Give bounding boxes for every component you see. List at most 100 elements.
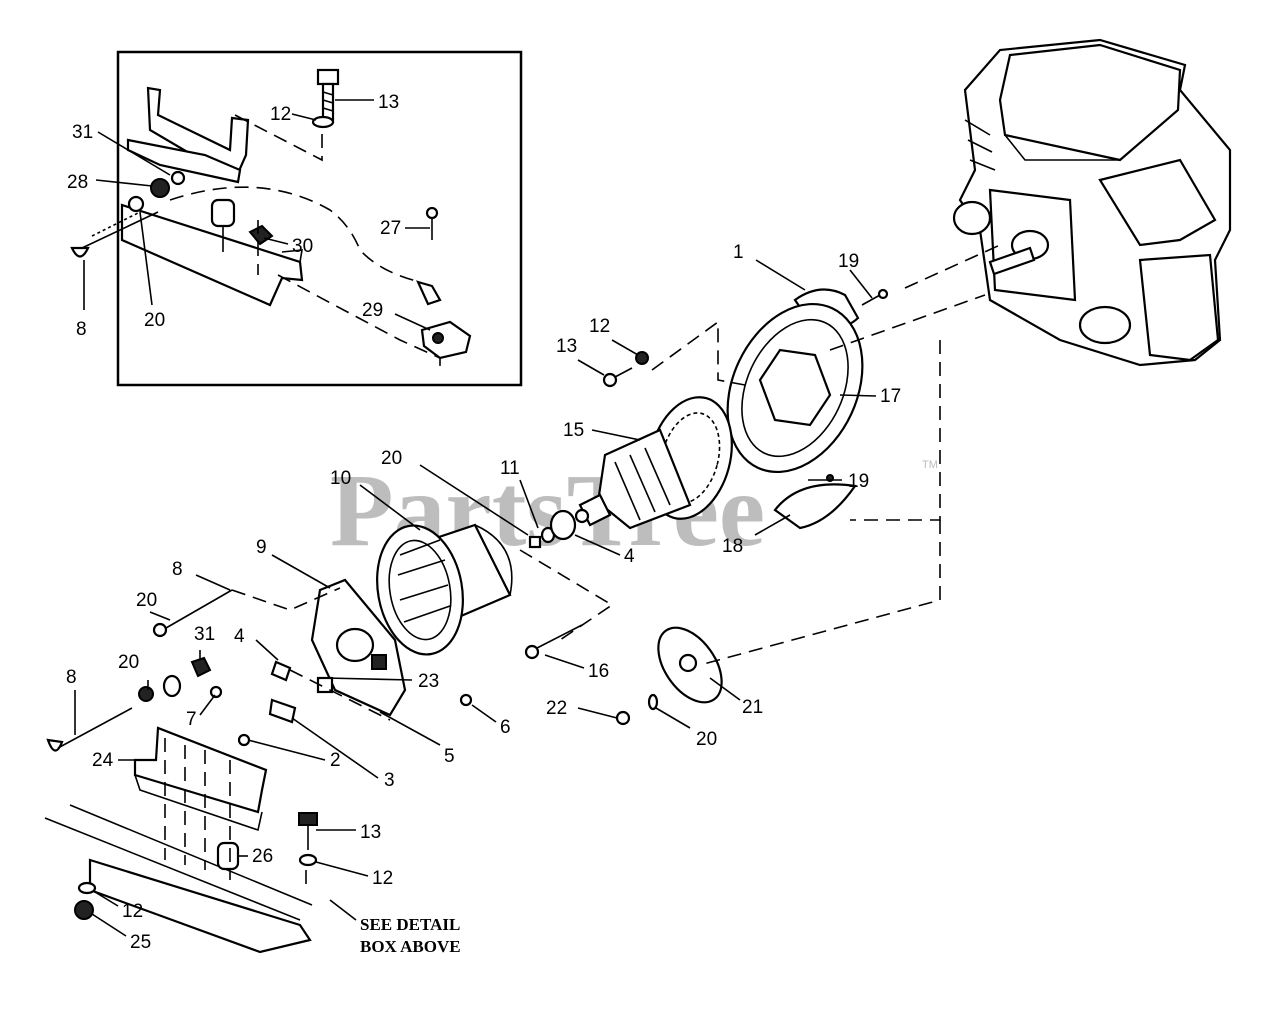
part-lock-31b xyxy=(162,674,182,698)
part-stator-10 xyxy=(376,523,513,656)
leader-c1 xyxy=(755,259,806,291)
callout-d12: 12 xyxy=(270,104,291,125)
callout-c16: 16 xyxy=(588,661,609,682)
leader-c20d xyxy=(655,707,691,729)
callout-c20c: 20 xyxy=(118,652,139,673)
part-spacer-26 xyxy=(216,841,240,871)
leader-c20b xyxy=(149,611,171,621)
engine-filter xyxy=(1078,305,1132,345)
engine-side-cover xyxy=(1138,253,1220,362)
callout-c15: 15 xyxy=(563,420,584,441)
detail-dashed-1 xyxy=(234,114,323,162)
detail-spacer xyxy=(210,198,236,228)
leader-c25 xyxy=(91,913,127,937)
dashed-fan-line xyxy=(699,520,941,666)
callout-c10: 10 xyxy=(330,468,351,489)
detail-washer-12 xyxy=(311,115,335,129)
part-base-rail xyxy=(44,804,313,921)
part-screw-19a xyxy=(861,288,889,306)
leader-c23 xyxy=(325,677,413,681)
detail-carriage-bolt-8 xyxy=(70,211,159,258)
leader-c8a xyxy=(195,574,231,591)
part-rotor-15 xyxy=(574,396,733,530)
part-screw-22 xyxy=(615,693,659,726)
watermark-trademark: TM xyxy=(922,459,938,471)
leader-c5 xyxy=(379,711,441,746)
detail-bolt-13 xyxy=(316,68,340,124)
leader-c22 xyxy=(577,707,618,719)
dashed-bolt-line xyxy=(519,549,614,641)
callout-c12c: 12 xyxy=(122,901,143,922)
callout-c8a: 8 xyxy=(172,559,183,580)
callout-d28: 28 xyxy=(67,172,88,193)
callout-d20: 20 xyxy=(144,310,165,331)
callout-c11: 11 xyxy=(500,458,520,479)
leader-c21 xyxy=(709,677,741,701)
part-washer-12c xyxy=(77,881,97,895)
callout-c19b: 19 xyxy=(848,471,869,492)
engine-top-cover xyxy=(998,43,1182,162)
part-bolt-13b xyxy=(298,812,318,850)
detail-box-frame xyxy=(116,50,523,387)
callout-c19a: 19 xyxy=(838,251,859,272)
leader-d29 xyxy=(394,313,431,331)
dashed-adapter-line xyxy=(829,294,986,351)
leader-c20a xyxy=(419,464,529,536)
part-screw-6 xyxy=(459,693,473,707)
leader-c12c xyxy=(94,891,119,907)
engine-shroud xyxy=(1098,158,1217,247)
part-nut-25 xyxy=(74,900,94,920)
callout-c2: 2 xyxy=(330,750,341,771)
leader-c4b xyxy=(255,639,279,661)
callout-d8: 8 xyxy=(76,319,87,340)
detail-nut-28 xyxy=(150,178,170,198)
detail-lock-31 xyxy=(170,170,186,186)
callout-c20d: 20 xyxy=(696,729,717,750)
detail-screw-27 xyxy=(425,206,439,240)
callout-c12b: 12 xyxy=(372,868,393,889)
callout-c13b: 13 xyxy=(360,822,381,843)
callout-c20b: 20 xyxy=(136,590,157,611)
callout-c20a: 20 xyxy=(381,448,402,469)
leader-d12 xyxy=(291,113,317,121)
detail-terminal xyxy=(416,280,442,306)
leader-c2 xyxy=(247,739,326,761)
dashed-bolt8-line xyxy=(231,587,341,611)
engine-crankshaft xyxy=(988,246,1036,276)
detail-washer-20 xyxy=(127,195,145,213)
part-carriage-bolt-8b xyxy=(152,589,233,638)
engine-assembly xyxy=(952,38,1232,367)
leader-c16 xyxy=(544,654,585,669)
callout-d13: 13 xyxy=(378,92,399,113)
callout-c7: 7 xyxy=(186,709,197,730)
part-fan-21 xyxy=(657,626,723,704)
detail-block-29 xyxy=(420,320,472,360)
part-adapter-17 xyxy=(726,302,864,474)
part-washer-20a xyxy=(528,535,542,549)
part-screw-13a xyxy=(602,367,633,388)
callout-c21: 21 xyxy=(742,697,763,718)
leader-c12a xyxy=(611,339,639,356)
callout-c22: 22 xyxy=(546,698,567,719)
leader-d31 xyxy=(97,131,171,176)
note-line-1: SEE DETAIL xyxy=(360,915,460,934)
callout-c8b: 8 xyxy=(66,667,77,688)
part-plate-18 xyxy=(773,483,857,530)
leader-d30 xyxy=(263,237,289,245)
callout-c6: 6 xyxy=(500,717,511,738)
callout-d31: 31 xyxy=(72,122,93,143)
part-washer-12b xyxy=(298,853,318,867)
callout-c9: 9 xyxy=(256,537,267,558)
callout-d27: 27 xyxy=(380,218,401,239)
detail-box: 13 12 31 28 27 30 29 8 20 xyxy=(67,50,523,387)
dashed-screw-line xyxy=(651,320,746,386)
callout-c3: 3 xyxy=(384,770,395,791)
leader-c10 xyxy=(359,484,421,531)
dashed-crank-line xyxy=(904,244,1001,289)
part-nut-4a xyxy=(549,509,577,541)
leader-c15 xyxy=(591,429,641,441)
leader-c13a xyxy=(577,359,605,376)
callout-c18: 18 xyxy=(722,536,743,557)
